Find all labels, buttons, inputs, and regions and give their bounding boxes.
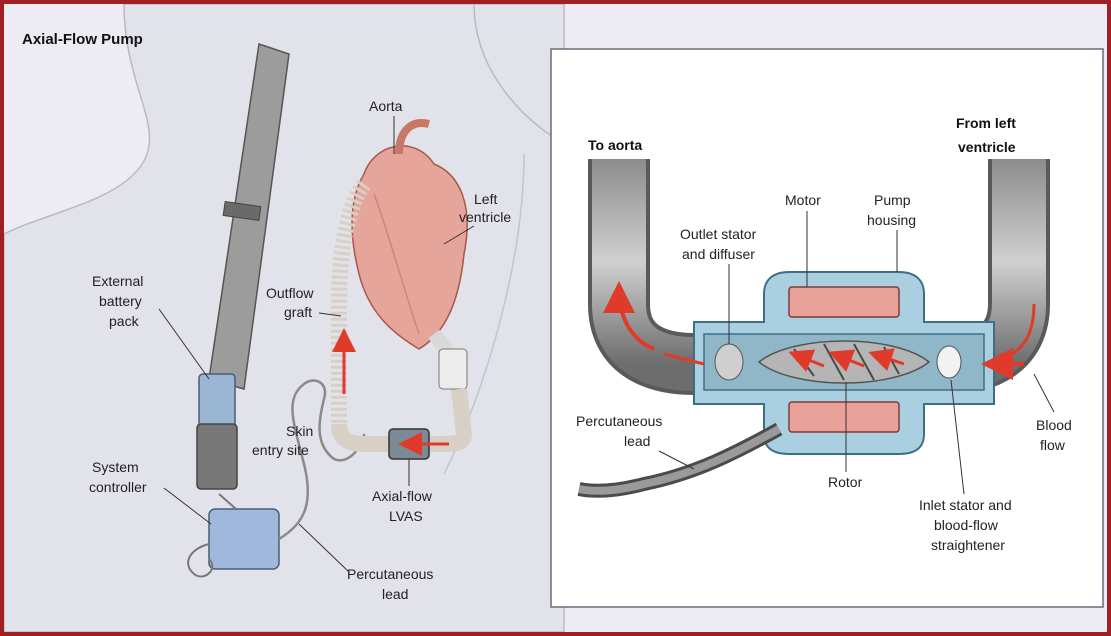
label-blood-flow-2: flow bbox=[1040, 437, 1066, 453]
label-left-ventricle-1: Left bbox=[474, 191, 497, 207]
label-pump-housing-1: Pump bbox=[874, 192, 911, 208]
label-battery-2: battery bbox=[99, 293, 142, 309]
label-pump-housing-2: housing bbox=[867, 212, 916, 228]
label-inlet-stator-1: Inlet stator and bbox=[919, 497, 1012, 513]
label-battery-1: External bbox=[92, 273, 143, 289]
label-skin-1: Skin bbox=[286, 423, 313, 439]
label-outflow-graft-1: Outflow bbox=[266, 285, 314, 301]
label-blood-flow-1: Blood bbox=[1036, 417, 1072, 433]
label-controller-1: System bbox=[92, 459, 139, 475]
label-motor: Motor bbox=[785, 192, 821, 208]
label-from-lv-2: ventricle bbox=[958, 139, 1016, 155]
label-inlet-stator-2: blood-flow bbox=[934, 517, 999, 533]
pump-diagram: Axial-Flow Pump Aorta Left ventricle Out… bbox=[4, 4, 1107, 632]
label-outlet-stator-1: Outlet stator bbox=[680, 226, 757, 242]
label-detail-perc-lead-2: lead bbox=[624, 433, 650, 449]
label-lvas-2: LVAS bbox=[389, 508, 423, 524]
label-outflow-graft-2: graft bbox=[284, 304, 312, 320]
label-perc-lead-1: Percutaneous bbox=[347, 566, 433, 582]
figure-title: Axial-Flow Pump bbox=[22, 31, 143, 48]
label-controller-2: controller bbox=[89, 479, 147, 495]
label-from-lv-1: From left bbox=[956, 115, 1016, 131]
label-to-aorta: To aorta bbox=[588, 137, 642, 153]
external-battery-pack bbox=[197, 374, 237, 489]
label-outlet-stator-2: and diffuser bbox=[682, 246, 755, 262]
label-perc-lead-2: lead bbox=[382, 586, 408, 602]
label-inlet-stator-3: straightener bbox=[931, 537, 1005, 553]
label-skin-2: entry site bbox=[252, 442, 309, 458]
label-detail-perc-lead-1: Percutaneous bbox=[576, 413, 662, 429]
label-lvas-1: Axial-flow bbox=[372, 488, 433, 504]
label-aorta: Aorta bbox=[369, 98, 403, 114]
label-left-ventricle-2: ventricle bbox=[459, 209, 511, 225]
label-rotor: Rotor bbox=[828, 474, 863, 490]
label-battery-3: pack bbox=[109, 313, 140, 329]
